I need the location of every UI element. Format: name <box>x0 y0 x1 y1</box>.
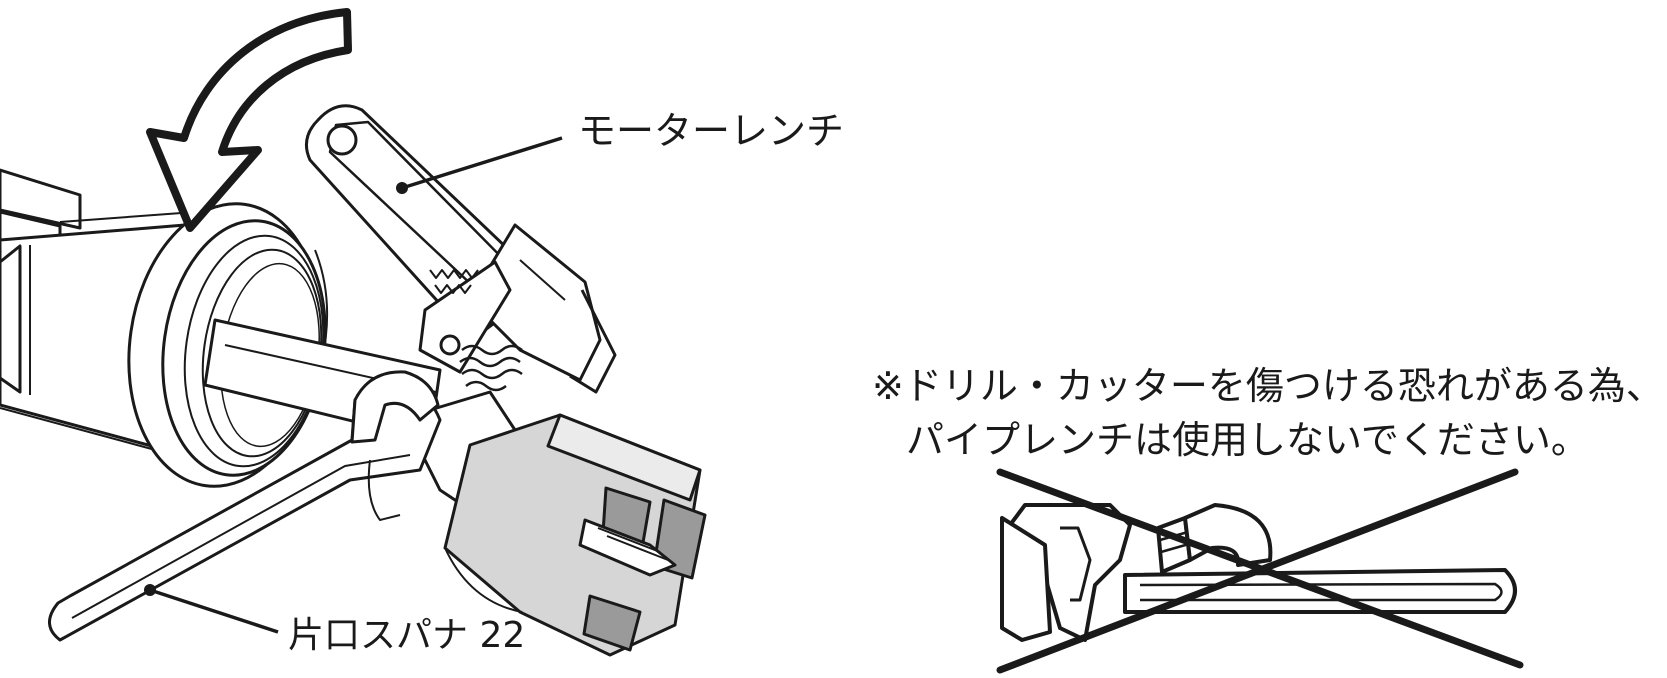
motor-wrench-leader-dot <box>396 182 408 194</box>
warning-text-line-1: ※ドリル・カッターを傷つける恐れがある為、 <box>872 364 1664 408</box>
warning-text-line-2: パイプレンチは使用しないでください。 <box>906 418 1589 462</box>
prohibited-cross <box>996 468 1524 674</box>
motor-wrench-label: モーターレンチ <box>578 109 845 153</box>
open-end-spanner <box>48 370 442 642</box>
hole-cutter <box>443 413 707 657</box>
spanner-leader-dot <box>144 584 156 596</box>
prohibited-pipe-wrench-icon <box>996 468 1524 674</box>
rotation-arrow-icon <box>146 8 352 232</box>
motor-wrench <box>304 104 617 512</box>
spanner-label: 片口スパナ 22 <box>288 615 526 656</box>
leader-lines <box>149 136 563 634</box>
